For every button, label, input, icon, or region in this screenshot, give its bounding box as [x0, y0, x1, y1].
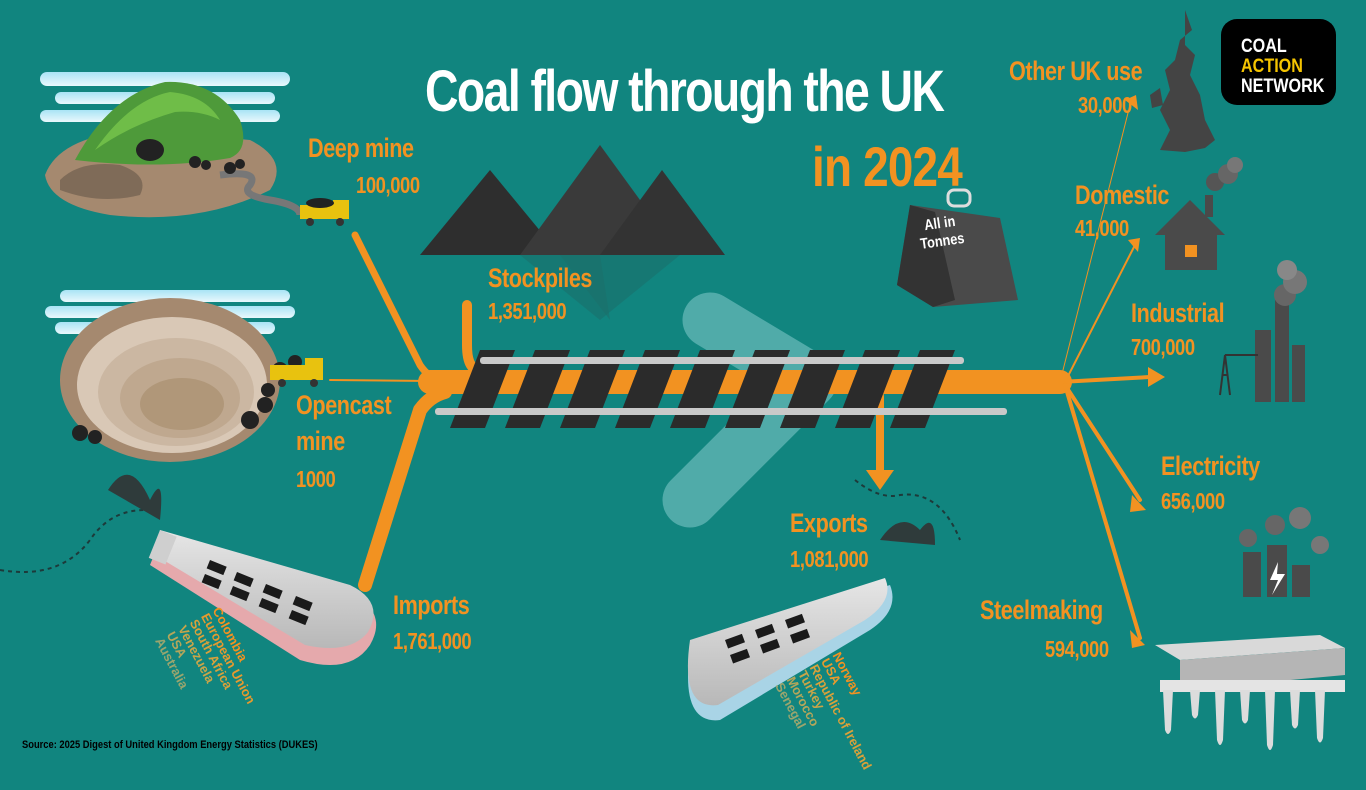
- stockpiles-value: 1,351,000: [488, 298, 567, 324]
- domestic-house-icon: [1155, 157, 1243, 270]
- exports-label: Exports: [790, 508, 868, 538]
- import-ship-illustration: [0, 474, 377, 665]
- page-subtitle-year: in 2024: [812, 135, 963, 198]
- logo-line-3: NETWORK: [1241, 76, 1325, 97]
- imports-value: 1,761,000: [393, 628, 472, 654]
- deep-mine-label: Deep mine: [308, 133, 414, 163]
- steelmaking-label: Steelmaking: [980, 595, 1103, 625]
- domestic-label: Domestic: [1075, 180, 1170, 210]
- stockpile-illustration: [420, 145, 725, 320]
- logo-line-1: COAL: [1241, 36, 1287, 57]
- opencast-label-line2: mine: [296, 426, 345, 456]
- power-station-icon: [1239, 507, 1329, 597]
- opencast-label-line1: Opencast: [296, 390, 392, 420]
- steelmaking-value: 594,000: [1045, 636, 1109, 662]
- railway-track: [435, 350, 1007, 428]
- tonnes-weight-icon: [897, 188, 1018, 307]
- coal-action-network-logo: COAL ACTION NETWORK: [1221, 19, 1336, 105]
- imports-label: Imports: [393, 590, 470, 620]
- opencast-value: 1000: [296, 466, 336, 492]
- export-ship-illustration: [687, 479, 961, 721]
- opencast-mine-illustration: [45, 290, 323, 462]
- source-note: Source: 2025 Digest of United Kingdom En…: [22, 739, 318, 751]
- domestic-value: 41,000: [1075, 215, 1129, 241]
- other-uk-use-label: Other UK use: [1009, 56, 1143, 86]
- industrial-factory-icon: [1219, 260, 1307, 402]
- deep-mine-value: 100,000: [356, 172, 420, 198]
- other-uk-use-value: 30,000: [1078, 92, 1132, 118]
- stockpiles-label: Stockpiles: [488, 263, 593, 293]
- exports-value: 1,081,000: [790, 546, 869, 572]
- coal-flow-diagram: [0, 10, 1345, 750]
- logo-line-2: ACTION: [1241, 56, 1303, 77]
- page-title: Coal flow through the UK: [425, 59, 945, 124]
- electricity-label: Electricity: [1161, 451, 1260, 481]
- uk-map-icon: [1160, 10, 1215, 152]
- deep-mine-illustration: [40, 72, 349, 226]
- electricity-value: 656,000: [1161, 488, 1225, 514]
- steel-beam-icon: [1155, 635, 1345, 750]
- industrial-value: 700,000: [1131, 334, 1195, 360]
- industrial-label: Industrial: [1131, 298, 1225, 328]
